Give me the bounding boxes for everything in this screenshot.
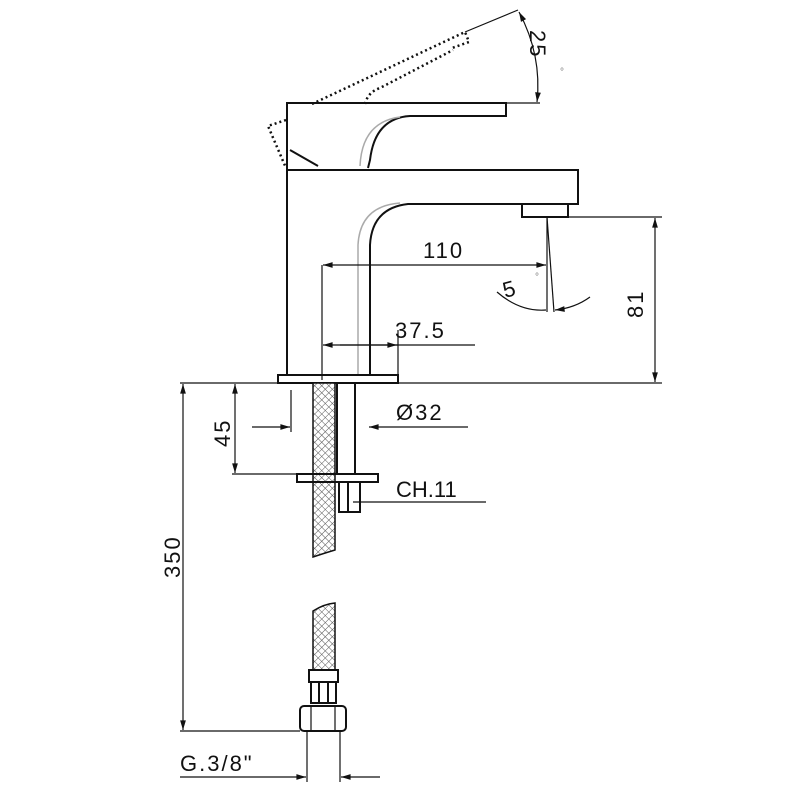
dim-spout-reach: 110 [321, 217, 548, 380]
dim-hose-thread: G.3/8" [180, 731, 380, 782]
dim-spout-angle: 5 ° [496, 216, 591, 313]
washer [296, 473, 379, 483]
dim-wrench-size: CH.11 [353, 477, 486, 503]
hose-nut [299, 705, 347, 732]
svg-text:G.3/8": G.3/8" [180, 751, 254, 776]
dim-shank-diameter: Ø32 [252, 390, 468, 432]
svg-text:Ø32: Ø32 [396, 400, 444, 425]
svg-text:350: 350 [160, 535, 185, 578]
dim-spout-height: 81 [568, 216, 662, 384]
dim-lever-angle: 25 ° [464, 9, 564, 104]
aerator [521, 203, 569, 218]
svg-text:37.5: 37.5 [395, 318, 446, 343]
lever-raised-outline [266, 30, 471, 169]
svg-text:5: 5 [500, 275, 520, 303]
svg-text:°: ° [535, 272, 539, 283]
dim-shank-length: 45 [210, 384, 297, 475]
hose-lower [299, 602, 347, 732]
svg-text:110: 110 [423, 238, 464, 263]
base-plate [277, 374, 399, 384]
lever [286, 102, 507, 170]
dim-hose-length: 350 [160, 384, 300, 732]
svg-text:81: 81 [623, 290, 648, 318]
svg-text:25: 25 [525, 30, 550, 58]
svg-text:45: 45 [210, 419, 235, 447]
faucet-body [277, 169, 579, 384]
svg-text:CH.11: CH.11 [396, 477, 457, 502]
dim-body-offset: 37.5 [323, 318, 475, 375]
svg-text:°: ° [560, 67, 564, 78]
hose-upper [296, 382, 379, 559]
